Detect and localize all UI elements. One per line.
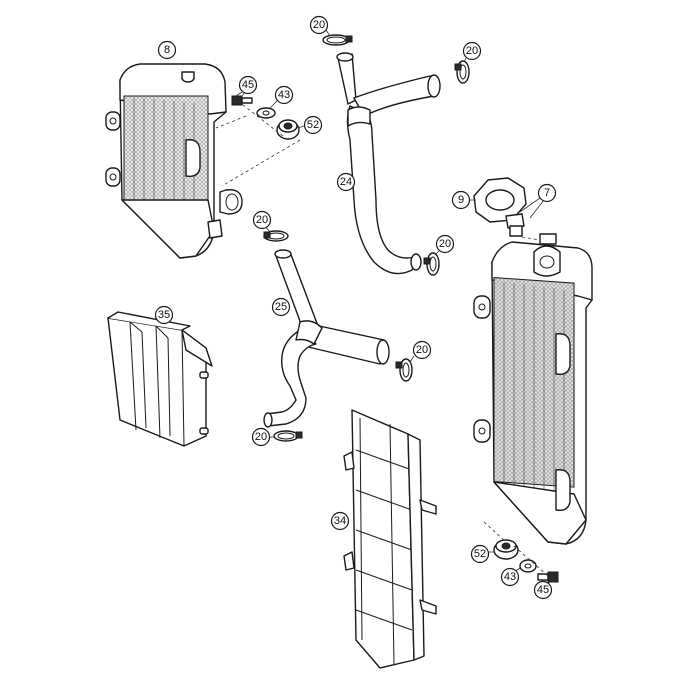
right-radiator xyxy=(473,233,593,545)
callout-20-d: 20 xyxy=(252,210,272,233)
svg-text:52: 52 xyxy=(474,548,486,560)
left-radiator xyxy=(105,63,243,259)
svg-text:20: 20 xyxy=(256,214,268,226)
grommet-bottom xyxy=(493,539,519,560)
callout-20-f: 20 xyxy=(251,427,274,447)
callout-25: 25 xyxy=(271,297,291,317)
svg-text:20: 20 xyxy=(313,19,325,31)
callout-20-a: 20 xyxy=(309,15,331,37)
callout-9: 9 xyxy=(451,190,476,210)
svg-text:52: 52 xyxy=(307,119,319,131)
svg-text:8: 8 xyxy=(164,44,170,56)
callout-20-c: 20 xyxy=(435,234,455,255)
callout-43-bottom: 43 xyxy=(500,567,521,587)
callout-8: 8 xyxy=(157,40,177,60)
washer-bottom xyxy=(519,559,537,573)
svg-text:35: 35 xyxy=(158,309,170,321)
clamp-20-f xyxy=(273,430,303,442)
bolt-top xyxy=(231,95,253,106)
clamp-20-c xyxy=(423,252,440,276)
svg-text:25: 25 xyxy=(275,301,287,313)
hose-24 xyxy=(336,52,441,275)
callout-24: 24 xyxy=(336,172,356,192)
svg-text:20: 20 xyxy=(439,238,451,250)
callout-43-top: 43 xyxy=(269,85,294,109)
callout-35: 35 xyxy=(154,305,174,325)
svg-text:7: 7 xyxy=(544,187,550,199)
callout-7: 7 xyxy=(519,183,557,219)
callout-34: 34 xyxy=(330,511,350,531)
svg-text:45: 45 xyxy=(242,79,254,91)
svg-text:20: 20 xyxy=(416,344,428,356)
callout-52-bottom: 52 xyxy=(470,544,494,564)
svg-text:24: 24 xyxy=(340,176,352,188)
grommet-top xyxy=(276,119,300,140)
svg-text:43: 43 xyxy=(278,89,290,101)
callout-45-top: 45 xyxy=(238,75,258,97)
hose-25 xyxy=(263,249,390,428)
washer-top xyxy=(256,107,276,119)
callout-52-top: 52 xyxy=(297,115,323,135)
radiator-cap xyxy=(473,177,527,237)
callout-20-b: 20 xyxy=(462,41,482,63)
svg-text:20: 20 xyxy=(255,431,267,443)
callout-20-e: 20 xyxy=(409,340,432,363)
svg-text:9: 9 xyxy=(458,194,464,206)
clamp-20-d xyxy=(263,230,289,242)
clamp-20-e xyxy=(395,358,413,382)
clamp-20-b xyxy=(454,60,470,84)
svg-text:43: 43 xyxy=(504,571,516,583)
svg-text:45: 45 xyxy=(537,584,549,596)
svg-text:20: 20 xyxy=(466,45,478,57)
svg-text:34: 34 xyxy=(334,515,346,527)
louvre-35 xyxy=(107,311,213,447)
louvre-34 xyxy=(343,409,437,669)
bolt-bottom xyxy=(537,571,559,583)
callout-45-bottom: 45 xyxy=(533,580,553,600)
clamp-20-a xyxy=(322,34,353,46)
